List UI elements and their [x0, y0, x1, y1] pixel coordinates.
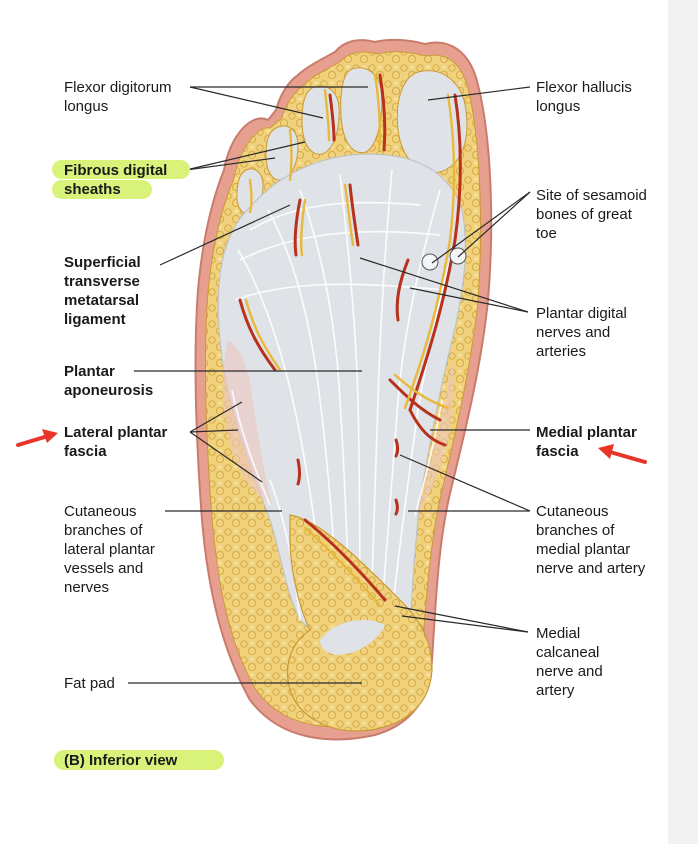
nerves [244, 73, 456, 608]
label-medial-calcaneal: Medial calcaneal nerve and artery [536, 625, 603, 699]
toes [236, 67, 468, 215]
label-flexor-hallucis-longus: Flexor hallucis longus [536, 79, 632, 115]
label-fat-pad: Fat pad [64, 675, 115, 692]
label-cutaneous-lateral: Cutaneous branches of lateral plantar ve… [64, 503, 155, 596]
highlight-caption [54, 750, 224, 770]
page-edge-strip [668, 0, 698, 844]
label-plantar-aponeurosis: Plantar aponeurosis [64, 363, 154, 399]
figure-caption: (B) Inferior view [64, 752, 178, 769]
leader-lines [128, 86, 531, 684]
label-medial-plantar-fascia: Medial plantar fascia [536, 424, 637, 460]
label-lateral-plantar-fascia: Lateral plantar fascia [64, 424, 168, 460]
highlight-fibrous-2 [52, 180, 152, 199]
label-superficial-transverse-ligament: Superficial transverse metatarsal ligame… [64, 254, 141, 328]
label-cutaneous-medial: Cutaneous branches of medial plantar ner… [536, 503, 646, 577]
label-fibrous-digital-sheaths: Fibrous digital sheaths [64, 162, 168, 198]
label-sesamoid: Site of sesamoid bones of great toe [536, 187, 647, 242]
label-flexor-digitorum-longus: Flexor digitorum longus [64, 79, 172, 115]
lateral-arrow-icon [16, 429, 58, 447]
arteries [238, 73, 462, 602]
highlight-fibrous [52, 160, 190, 179]
medial-arrow-icon [598, 444, 647, 464]
label-plantar-digital: Plantar digital nerves and arteries [536, 305, 627, 360]
